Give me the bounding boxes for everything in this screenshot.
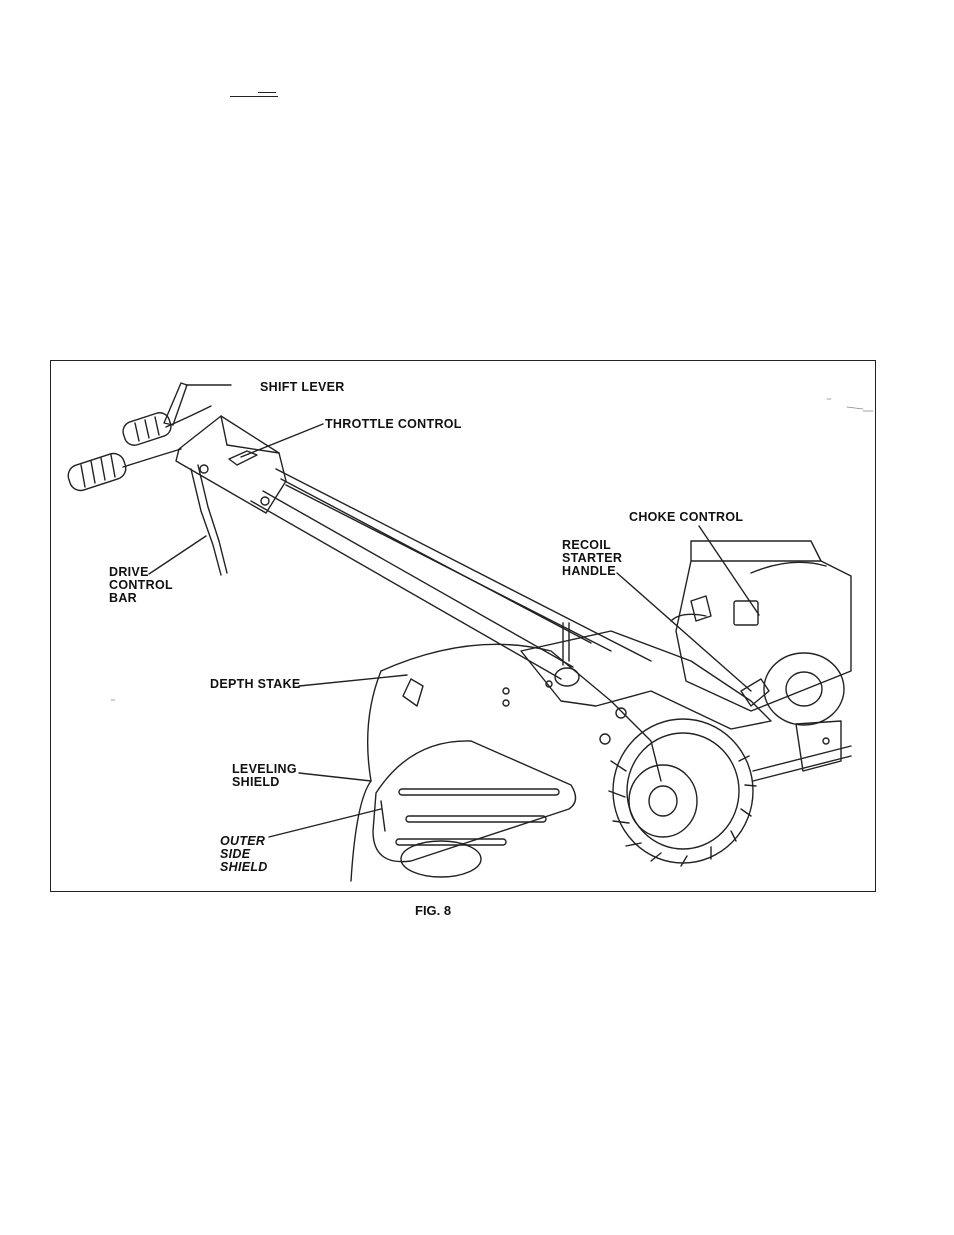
label-leveling-shield: LEVELING SHIELD [232,763,297,789]
label-throttle-control: THROTTLE CONTROL [325,418,462,431]
label-shift-lever: SHIFT LEVER [260,381,345,394]
label-recoil-starter-handle: RECOIL STARTER HANDLE [562,539,622,578]
drive-control-bar [149,465,227,575]
figure-frame: SHIFT LEVER THROTTLE CONTROL CHOKE CONTR… [50,360,876,892]
wheel [609,719,851,866]
handle-grips [65,406,211,493]
label-drive-control-bar: DRIVE CONTROL BAR [109,566,173,605]
label-depth-stake: DEPTH STAKE [210,678,301,691]
top-underline-mark [230,92,278,98]
transmission [503,623,771,744]
figure-caption: FIG. 8 [415,903,451,918]
label-outer-side-shield: OUTER SIDE SHIELD [220,835,268,874]
recoil-starter-handle [617,573,769,706]
faint-marks [111,399,873,700]
label-choke-control: CHOKE CONTROL [629,511,743,524]
tiller-drawing [51,361,877,893]
outer-side-shield [269,741,576,877]
